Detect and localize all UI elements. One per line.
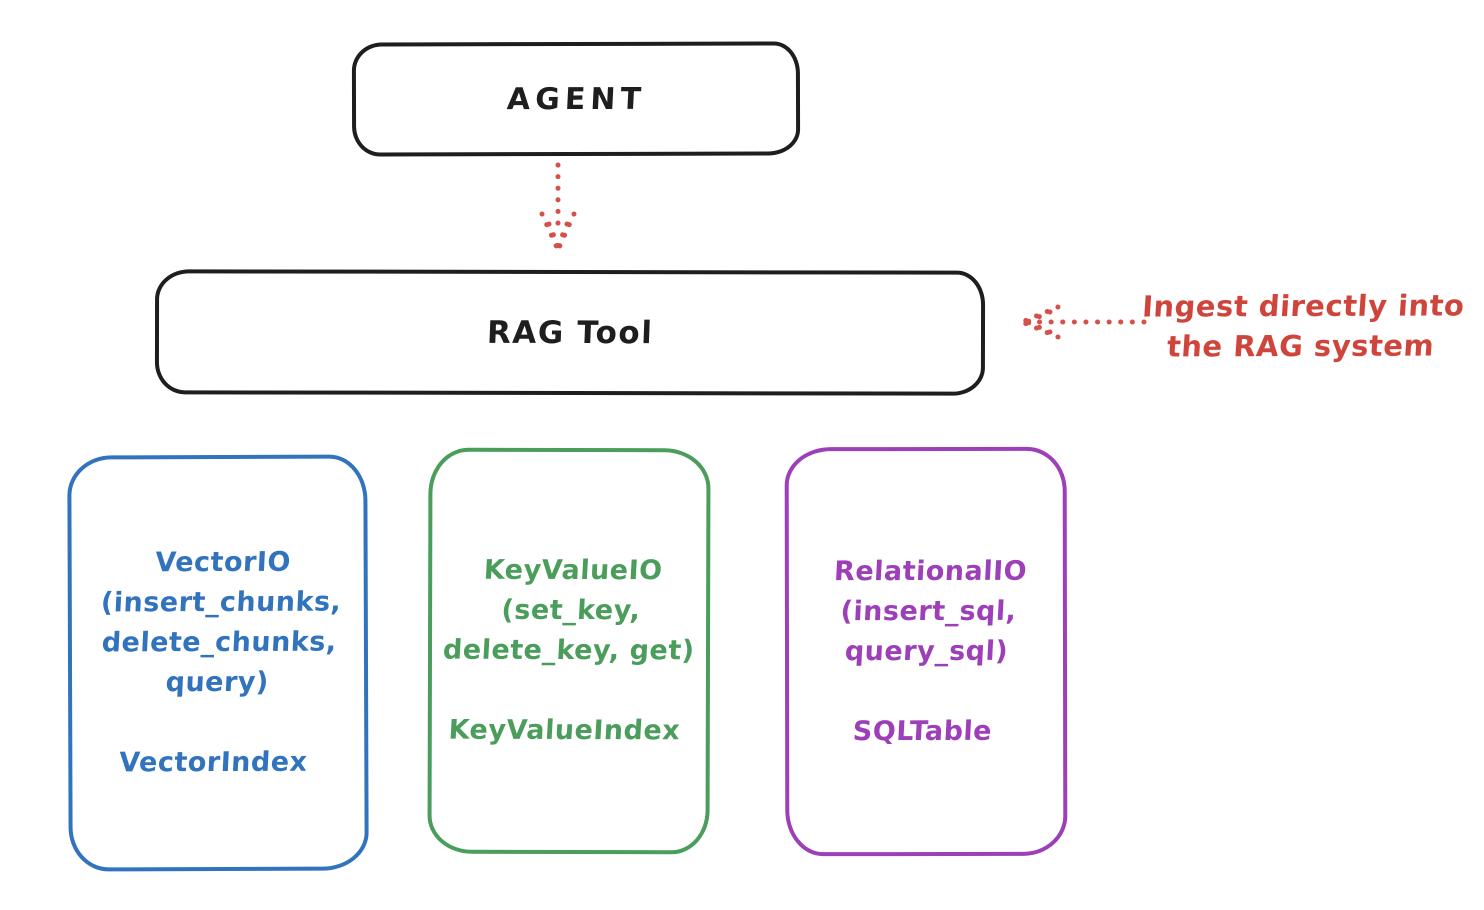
store-method-line: (insert_chunks,: [100, 586, 342, 619]
store-index-label: SQLTable: [851, 715, 993, 747]
store-title: RelationalIO: [832, 555, 1028, 587]
key-value-io-node: KeyValueIO (set_key, delete_key, get) Ke…: [427, 447, 711, 855]
store-method-line: delete_chunks,: [100, 626, 338, 659]
relational-io-node: RelationalIO (insert_sql, query_sql) SQL…: [784, 446, 1068, 857]
rag-tool-node: RAG Tool: [154, 269, 986, 396]
store-method-line: query): [164, 666, 270, 699]
store-title: KeyValueIO: [483, 554, 664, 587]
store-method-line: (set_key,: [500, 594, 642, 627]
ingest-annotation-line-2: the RAG system: [1165, 328, 1436, 364]
ingest-annotation: Ingest directly into the RAG system: [1127, 285, 1476, 366]
vector-io-node: VectorIO (insert_chunks, delete_chunks, …: [67, 454, 369, 872]
relational-io-text: RelationalIO (insert_sql, query_sql) SQL…: [824, 551, 1028, 751]
ingest-annotation-line-1: Ingest directly into: [1141, 288, 1466, 324]
key-value-io-text: KeyValueIO (set_key, delete_key, get) Ke…: [438, 551, 701, 752]
annotation-to-rag-tool-arrow-icon: [1019, 304, 1147, 340]
store-index-label: VectorIndex: [118, 746, 309, 779]
agent-label: AGENT: [505, 81, 647, 117]
store-method-line: query_sql): [843, 635, 1009, 667]
rag-tool-label: RAG Tool: [486, 314, 654, 351]
agent-to-rag-tool-arrow-icon: [539, 162, 577, 253]
store-index-label: KeyValueIndex: [447, 714, 682, 747]
agent-node: AGENT: [351, 41, 801, 157]
store-title: VectorIO: [154, 546, 292, 579]
store-method-line: delete_key, get): [442, 634, 696, 667]
store-method-line: (insert_sql,: [839, 595, 1017, 627]
vector-io-text: VectorIO (insert_chunks, delete_chunks, …: [92, 543, 344, 784]
